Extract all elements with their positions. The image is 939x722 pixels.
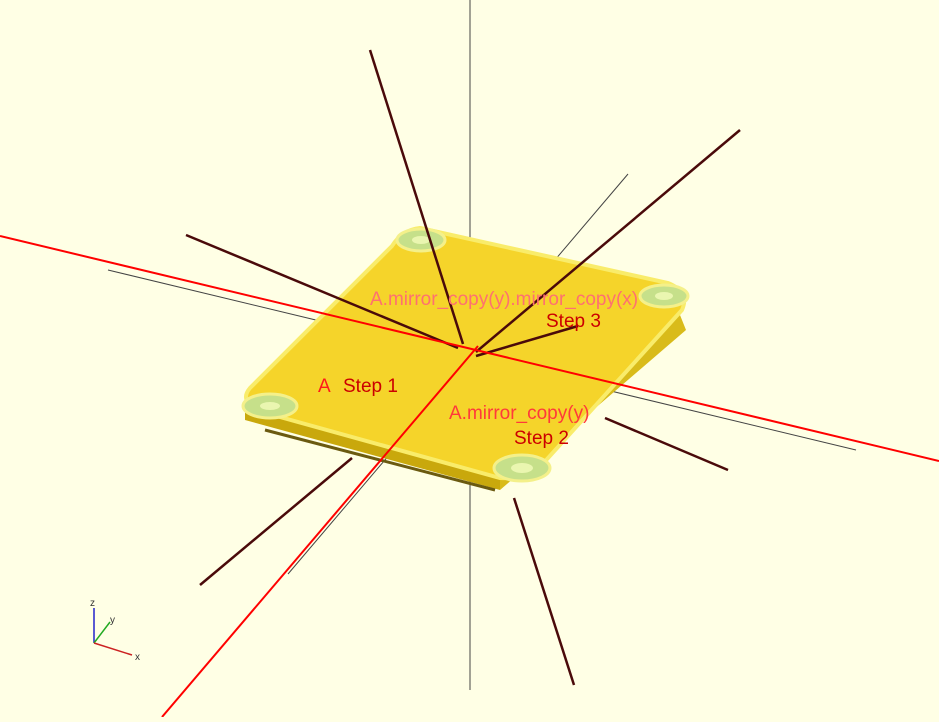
label-step-2: Step 2 [514,428,569,449]
gizmo-y-axis [93,621,111,644]
mounting-hole-bottom [492,453,552,483]
annotation-labels: A Step 1 A.mirror_copy(y) Step 2 A.mirro… [318,289,638,449]
mounting-hole-left [241,392,299,420]
label-step-1: Step 1 [343,376,398,397]
mounting-hole-right [638,283,690,309]
gizmo-z-label: z [90,598,95,609]
gizmo-y-label: y [110,615,115,626]
plate [241,225,690,492]
mounting-hole-top [395,227,447,253]
construction-rays [185,49,741,686]
label-mirror-y: A.mirror_copy(y) [449,403,589,424]
gizmo-x-label: x [135,652,140,663]
gizmo-x-axis [93,642,133,656]
axes-gizmo: z y x [90,598,140,663]
red-axes [0,235,939,718]
label-step-3: Step 3 [546,311,601,332]
label-mirror-xy: A.mirror_copy(y).mirror_copy(x) [370,289,638,310]
label-a: A [318,376,331,397]
